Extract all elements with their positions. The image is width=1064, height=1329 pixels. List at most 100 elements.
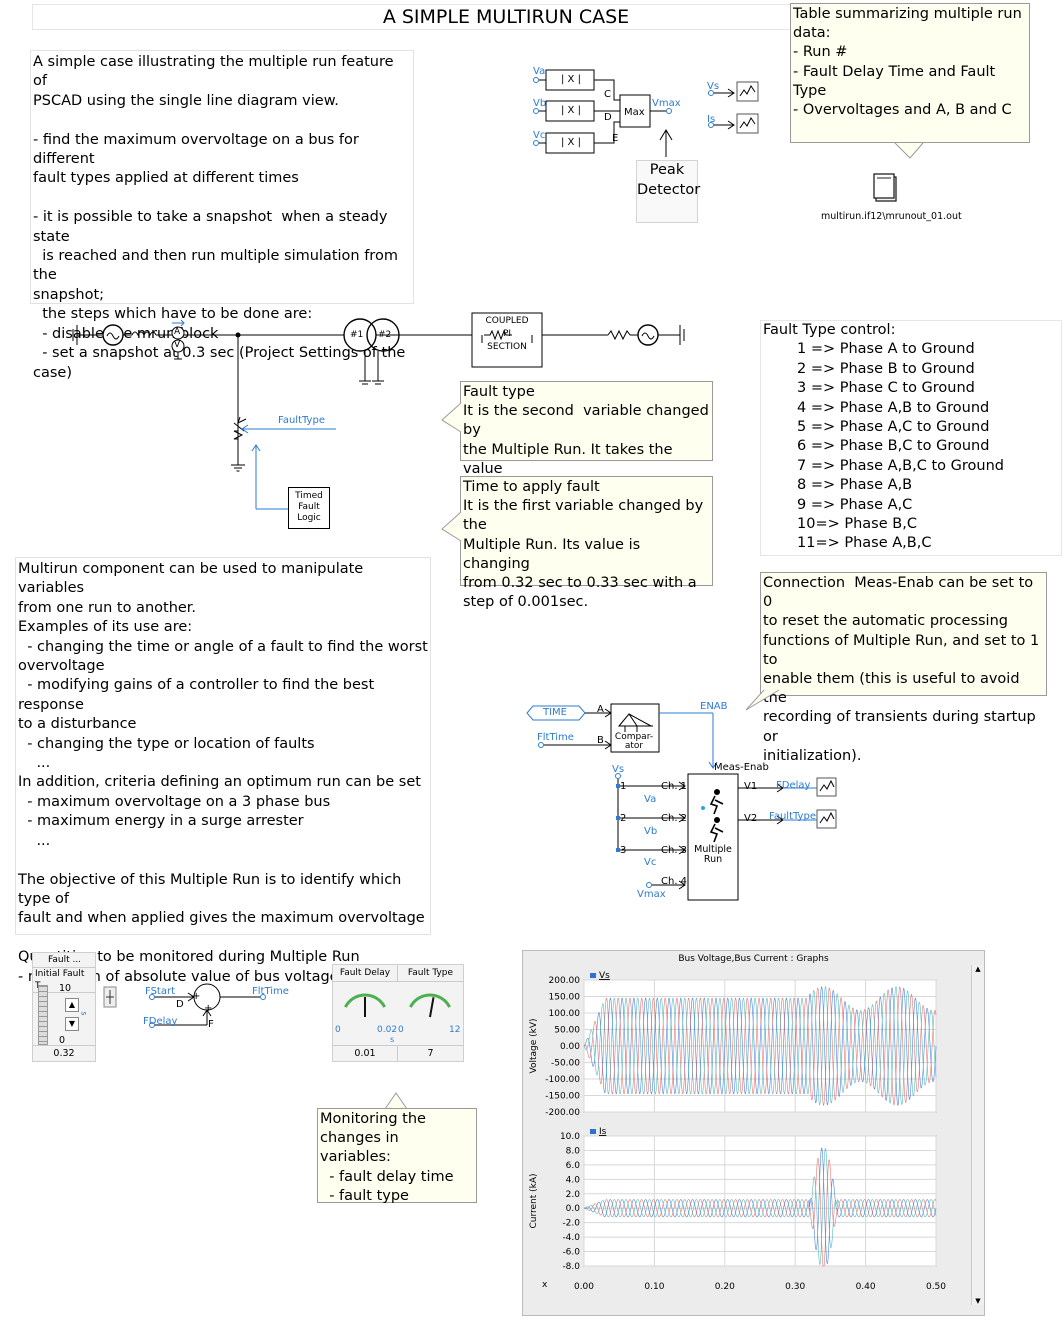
- meter-a-label: A: [174, 327, 181, 337]
- y-tick-label: 50.00: [554, 1026, 580, 1036]
- fault-type-item: 2 => Phase B to Ground: [797, 360, 975, 377]
- enab-signal: ENAB: [700, 701, 728, 712]
- series-line: [583, 986, 937, 1106]
- abs-block-3: | X |: [561, 137, 581, 148]
- fault-type-item: 11=> Phase A,B,C: [797, 535, 932, 552]
- fault-type-item: 8 => Phase A,B: [797, 477, 913, 494]
- summer-port-f: F: [208, 1019, 214, 1030]
- meter-header-type: Fault Type: [398, 965, 463, 982]
- fdelay-output: FDelay: [776, 780, 811, 791]
- coupled-pi-section[interactable]: COUPLED PI SECTION: [485, 316, 529, 352]
- slider-track[interactable]: [38, 985, 48, 1045]
- transformer-winding-2: #2: [378, 330, 392, 340]
- fault-type-callout: Fault type It is the second variable cha…: [460, 381, 713, 496]
- fault-time-callout: Time to apply fault It is the first vari…: [460, 476, 713, 610]
- slider-value: 0.32: [33, 1045, 95, 1061]
- abs-block-2: | X |: [561, 105, 581, 116]
- channel-num-2: 2: [620, 813, 627, 824]
- series-line: [583, 1157, 937, 1267]
- y-tick-label: -100.00: [545, 1075, 580, 1085]
- meters-panel: Fault Delay Fault Type 0 0.02 s 0 12 0.0…: [332, 964, 464, 1062]
- y-tick-label: 4.0: [566, 1175, 581, 1185]
- graph-plots[interactable]: 200.00150.00100.0050.000.00-50.00-100.00…: [522, 950, 982, 1314]
- fault-type-item: 3 => Phase C to Ground: [797, 380, 975, 397]
- peak-detector-wiring: [533, 69, 673, 157]
- output-file-icon[interactable]: [872, 172, 902, 204]
- channel-1: Ch. 1: [661, 781, 688, 792]
- y-tick-label: -8.0: [562, 1262, 580, 1272]
- channel-num-3: 3: [620, 845, 627, 856]
- y-tick-label: -200.00: [545, 1108, 580, 1118]
- legend-label: Is: [599, 1127, 607, 1137]
- comparator-block[interactable]: Compar- ator: [614, 732, 654, 751]
- max-block-label: Max: [624, 107, 645, 118]
- output-v2: V2: [744, 813, 758, 824]
- ch-input-va: Va: [644, 794, 657, 805]
- flttime-output: FltTime: [252, 986, 289, 997]
- peak-detector-label: Peak Detector: [636, 160, 700, 223]
- fstart-input: FStart: [145, 986, 176, 997]
- summer-port-d: D: [176, 999, 184, 1010]
- vmax-output-label: Vmax: [652, 98, 681, 109]
- timed-fault-logic-block[interactable]: Timed Fault Logic: [288, 487, 330, 529]
- y-tick-label: 10.0: [560, 1132, 580, 1142]
- faulttype-output: FaultType: [769, 811, 816, 822]
- ch-input-vc: Vc: [644, 857, 657, 868]
- graph-title: Bus Voltage,Bus Current : Graphs: [678, 954, 829, 964]
- y-tick-label: 6.0: [566, 1161, 581, 1171]
- callout-pointer: [441, 402, 462, 433]
- legend-label: Vs: [599, 971, 610, 981]
- x-tick-label: 0.50: [926, 1282, 946, 1292]
- vs-input: Vs: [612, 764, 625, 775]
- multirun-wiring: [526, 703, 837, 901]
- peak-input-vc: Vc: [533, 130, 546, 141]
- callout-pointer: [745, 689, 780, 711]
- fault-slider-panel: Fault ... Initial Fault T... 10 0 ▲ ▼ s …: [32, 952, 96, 1062]
- y-tick-label: -6.0: [562, 1248, 580, 1258]
- y-tick-label: 0.0: [566, 1204, 581, 1214]
- slider-unit: s: [79, 1011, 89, 1016]
- legend-swatch: [590, 1129, 596, 1134]
- multirun-description: Multirun component can be used to manipu…: [15, 557, 431, 985]
- fault-type-item: 9 => Phase A,C: [797, 496, 913, 513]
- y-tick-label: -4.0: [562, 1233, 580, 1243]
- delay-gauge-min: 0: [335, 1025, 341, 1035]
- output-file-label: multirun.if12\mrunout_01.out: [821, 211, 962, 222]
- graph-scrollbar[interactable]: ▲ ▼: [971, 965, 984, 1305]
- monitoring-callout: Monitoring the changes in variables: - f…: [317, 1108, 477, 1204]
- fault-type-item: 1 => Phase A to Ground: [797, 341, 975, 358]
- ch-input-vb: Vb: [644, 826, 658, 837]
- time-signal: TIME: [543, 707, 568, 718]
- single-line-circuit: [72, 312, 685, 510]
- y-tick-label: -2.0: [562, 1219, 580, 1229]
- x-axis-label: x: [542, 1280, 548, 1290]
- x-tick-label: 0.10: [644, 1282, 664, 1292]
- type-value: 7: [398, 1045, 463, 1061]
- y-tick-label: 150.00: [549, 993, 581, 1003]
- peak-input-vb: Vb: [533, 98, 547, 109]
- x-tick-label: 0.40: [856, 1282, 876, 1292]
- max-port-e: E: [612, 133, 619, 144]
- channel-2: Ch. 2: [661, 813, 688, 824]
- transformer-winding-1: #1: [350, 330, 364, 340]
- summer-plus-2: +: [204, 1003, 213, 1014]
- y-axis-label: Current (kA): [529, 1173, 539, 1228]
- callout-pointer: [384, 1092, 408, 1110]
- comparator-port-b: B: [597, 735, 604, 746]
- slider-min: 0: [59, 1035, 66, 1046]
- meter-vs-label: Vs: [707, 81, 720, 92]
- peak-input-va: Va: [533, 66, 546, 77]
- channel-3: Ch. 3: [661, 845, 688, 856]
- fault-type-item: 4 => Phase A,B to Ground: [797, 399, 990, 416]
- type-gauge-max: 12: [449, 1025, 461, 1035]
- analog-gauges: [344, 993, 451, 1018]
- legend-swatch: [590, 973, 596, 978]
- summer-plus-1: +: [192, 991, 201, 1002]
- fault-type-signal: FaultType: [278, 415, 325, 426]
- slider-spin-up[interactable]: ▲: [65, 998, 79, 1012]
- delay-gauge-max: 0.02: [377, 1025, 398, 1035]
- multiple-run-block[interactable]: Multiple Run: [694, 844, 732, 865]
- fault-type-control: Fault Type control: 1 => Phase A to Grou…: [760, 320, 1062, 556]
- series-line: [583, 1147, 937, 1266]
- slider-spin-down[interactable]: ▼: [65, 1017, 79, 1031]
